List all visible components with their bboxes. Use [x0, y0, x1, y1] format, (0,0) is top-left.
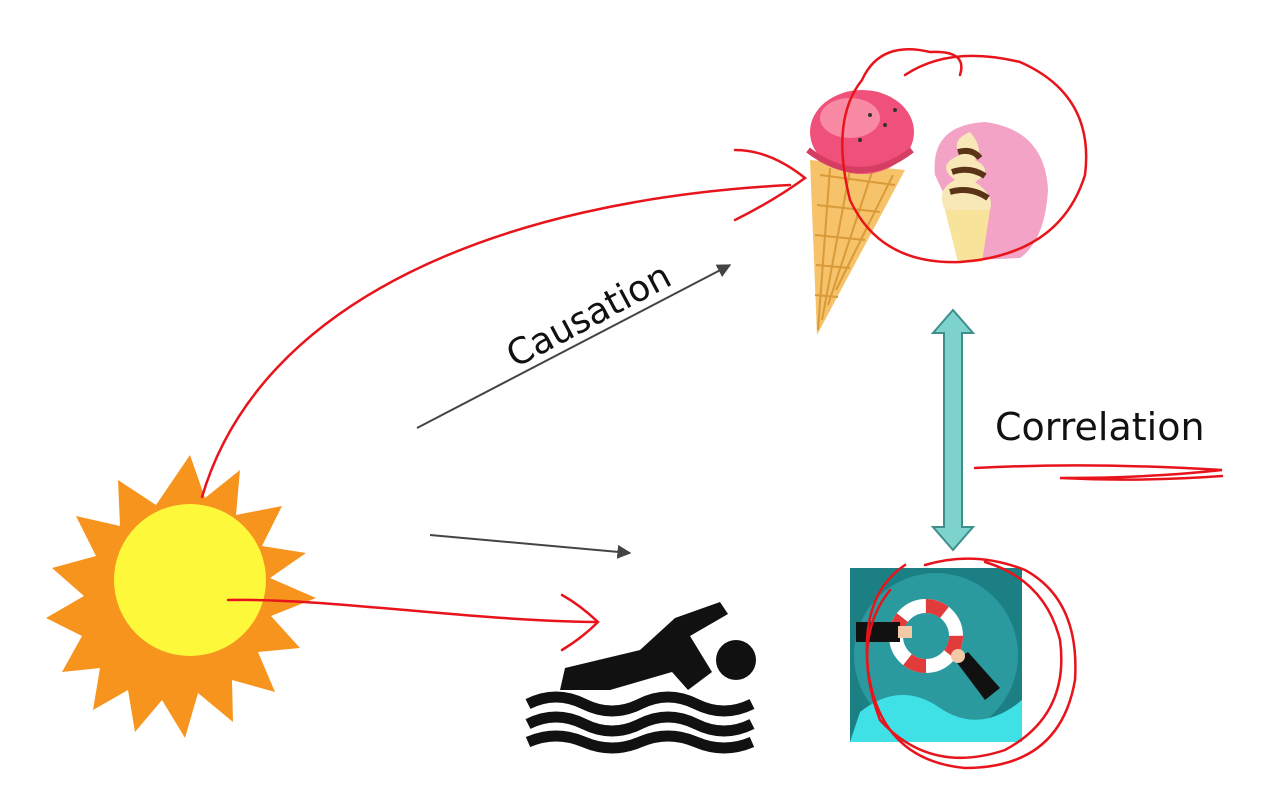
icecream-red-arrowhead — [733, 148, 808, 222]
sun-icon — [46, 455, 316, 738]
soft-serve-icon — [934, 122, 1048, 262]
swimmer-red-arrowhead — [560, 593, 600, 652]
sun-to-icecream-red-arrow — [200, 183, 792, 499]
lifebuoy-red-circle-inner — [865, 560, 1063, 760]
correlation-double-arrow — [930, 308, 976, 552]
correlation-red-underline — [973, 464, 1224, 481]
lifebuoy-rescue-icon — [850, 568, 1022, 742]
red-annotations — [200, 48, 1224, 770]
ice-cream-cone-icon — [806, 90, 914, 335]
sun-to-swimmer-red-arrow — [226, 598, 597, 624]
icecream-red-circle — [841, 48, 1088, 264]
causation-arrow — [416, 264, 732, 429]
sun-to-swimming-arrow — [429, 534, 632, 559]
correlation-label: Correlation — [995, 405, 1205, 449]
swimmer-icon — [525, 602, 756, 754]
